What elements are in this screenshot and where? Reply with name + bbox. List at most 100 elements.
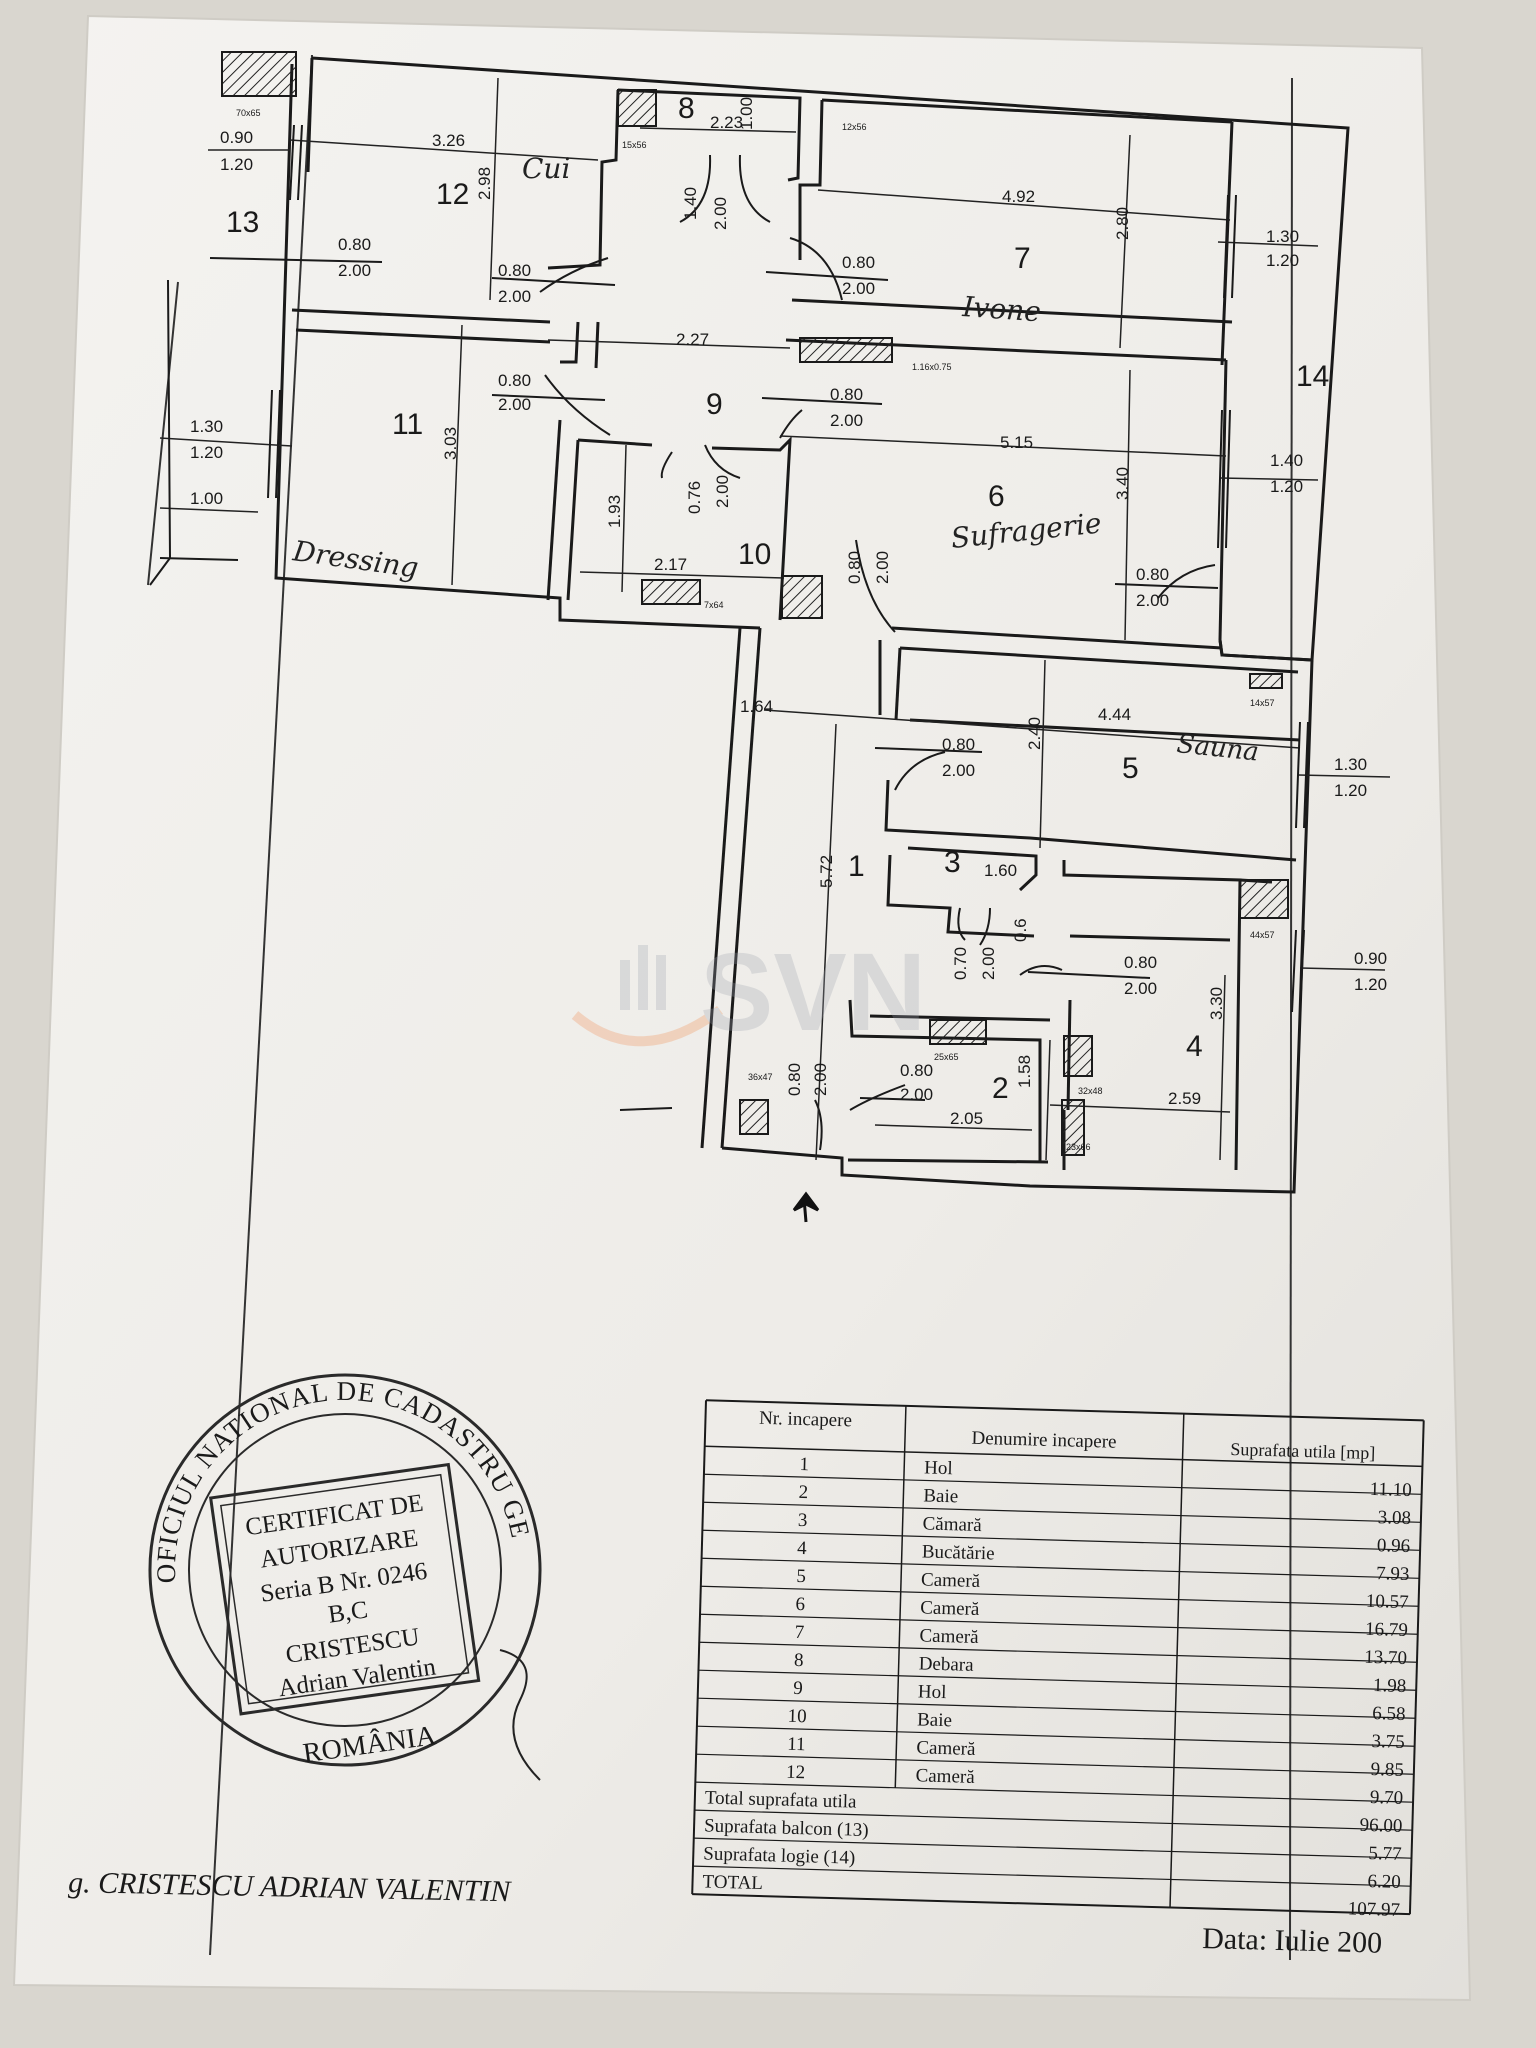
- table-header: Nr. incapere: [759, 1408, 852, 1432]
- door-swings: [539, 154, 1216, 1151]
- table-rule: [700, 1613, 1418, 1635]
- area-cell: 1.98: [1373, 1675, 1407, 1697]
- dimension-label: 4.92: [1002, 187, 1035, 206]
- table-rule: [694, 1809, 1413, 1831]
- dimension-label: 2.98: [475, 167, 494, 200]
- room-number: 5: [1122, 752, 1139, 785]
- dimension-label: 2.05: [950, 1109, 983, 1128]
- room-nr-cell: 10: [787, 1706, 807, 1728]
- dimension-label: 2.00: [942, 761, 975, 780]
- dimension-label: 2.00: [873, 551, 892, 584]
- area-cell: 6.58: [1372, 1703, 1406, 1725]
- table-rule: [696, 1753, 1414, 1775]
- area-cell: 13.70: [1364, 1647, 1407, 1669]
- duct-size-label: 23x66: [1066, 1142, 1091, 1152]
- area-cell: 7.93: [1376, 1563, 1410, 1585]
- stamp-line: B,C: [326, 1596, 369, 1628]
- room-nr-cell: 4: [797, 1538, 808, 1559]
- dimension-label: 1.20: [1354, 975, 1387, 994]
- room-name-cell: Hol: [918, 1681, 947, 1703]
- duct-size-label: 12x56: [842, 122, 867, 132]
- handwritten-room-name: Cui: [522, 152, 570, 185]
- dimension-label: 1.40: [681, 187, 700, 220]
- table-rule: [692, 1865, 1411, 1887]
- dimension-label: 3.40: [1113, 467, 1132, 500]
- dimension-label: 3.26: [432, 131, 465, 150]
- date-line: Data: Iulie 200: [1202, 1922, 1383, 1960]
- dimension-label: 1.30: [1334, 755, 1367, 774]
- total-label-cell: Total suprafata utila: [705, 1787, 858, 1812]
- total-label-cell: Suprafata balcon (13): [704, 1815, 869, 1841]
- room-number: 13: [226, 206, 259, 239]
- dimension-label: 1.20: [1270, 477, 1303, 496]
- table-rule: [691, 1400, 707, 1895]
- area-cell: 9.85: [1370, 1759, 1404, 1781]
- area-cell: 6.20: [1367, 1871, 1401, 1893]
- handwritten-room-name: Ivone: [961, 290, 1042, 328]
- table-rule: [695, 1781, 1414, 1803]
- table-rule: [693, 1837, 1412, 1859]
- room-number: 11: [392, 408, 423, 441]
- dimension-label: 0.80: [1124, 953, 1157, 972]
- room-nr-cell: 11: [787, 1734, 806, 1756]
- dimension-label: 2.23: [710, 113, 743, 132]
- table-rule: [1169, 1413, 1185, 1908]
- table-rule: [894, 1405, 907, 1788]
- dimension-label: 2.40: [1025, 717, 1044, 750]
- duct-size-label: 14x57: [1250, 698, 1275, 708]
- room-name-cell: Cameră: [919, 1625, 979, 1648]
- duct-size-label: 25x65: [934, 1052, 959, 1062]
- dimension-label: 0.80: [900, 1061, 933, 1080]
- room-name-cell: Cameră: [920, 1597, 980, 1620]
- room-nr-cell: 5: [796, 1566, 806, 1587]
- table-rule: [701, 1557, 1420, 1579]
- dimension-label: 2.59: [1168, 1089, 1201, 1108]
- room-number: 3: [944, 846, 961, 879]
- table-header: Denumire incapere: [971, 1428, 1117, 1453]
- room-name-cell: Cămară: [922, 1513, 982, 1536]
- total-label-cell: Suprafata logie (14): [703, 1843, 855, 1868]
- room-number: 6: [988, 480, 1005, 513]
- area-cell: 0.96: [1377, 1535, 1411, 1557]
- dimension-label: 3.30: [1207, 987, 1226, 1020]
- room-name-cell: Bucătărie: [922, 1541, 995, 1564]
- paper: [12, 14, 1472, 2002]
- dimension-label: 1.58: [1015, 1055, 1034, 1088]
- area-cell: 96.00: [1359, 1815, 1402, 1837]
- dimension-label: 1.00: [190, 489, 223, 508]
- dimension-label: 0.80: [845, 551, 864, 584]
- table-rule: [1408, 1420, 1425, 1915]
- dimension-label: 2.80: [1113, 207, 1132, 240]
- room-number: 2: [992, 1072, 1009, 1105]
- area-cell: 5.77: [1368, 1843, 1402, 1865]
- dimension-label: 0.76: [685, 481, 704, 514]
- room-name-cell: Baie: [923, 1485, 958, 1507]
- dimension-label: 1.64: [740, 697, 773, 716]
- dimension-label: 1.20: [190, 443, 223, 462]
- room-number: 8: [678, 92, 695, 125]
- area-cell: 16.79: [1365, 1619, 1408, 1641]
- table-rule: [700, 1585, 1419, 1607]
- dimension-label: 2.00: [830, 411, 863, 430]
- dimension-label: 1.00: [737, 97, 756, 130]
- plan-labels: 1234567891011121314CuiIvoneDressingSufra…: [190, 92, 1387, 1152]
- room-number: 9: [706, 388, 723, 421]
- room-name-cell: Cameră: [916, 1737, 976, 1760]
- area-cell: 10.57: [1366, 1591, 1409, 1613]
- table-rule: [703, 1501, 1421, 1523]
- area-cell: 107.97: [1348, 1898, 1401, 1920]
- room-name-cell: Cameră: [915, 1765, 975, 1788]
- dimension-label: 2.00: [713, 475, 732, 508]
- area-cell: 3.08: [1377, 1507, 1411, 1529]
- dimension-label: 0.80: [1136, 565, 1169, 584]
- guide-lines: [147, 54, 1293, 1961]
- dimension-label: 2.00: [1124, 979, 1157, 998]
- total-label-cell: TOTAL: [702, 1871, 763, 1894]
- table-rule: [697, 1697, 1416, 1719]
- dimension-label: 1.20: [1266, 251, 1299, 270]
- dimension-label: 1.40: [1270, 451, 1303, 470]
- walls: [274, 56, 1350, 1194]
- room-nr-cell: 7: [795, 1622, 805, 1643]
